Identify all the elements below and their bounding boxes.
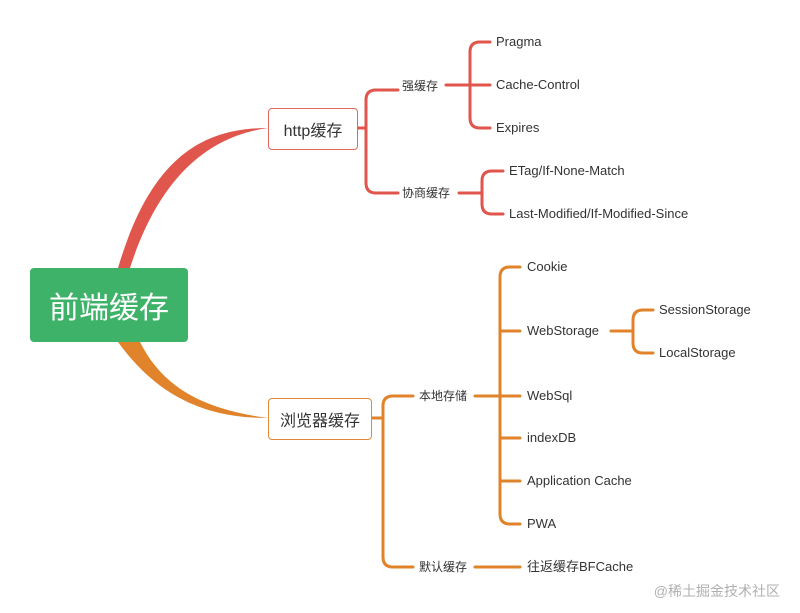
pwa-node: PWA	[527, 516, 557, 531]
cache-control-node: Cache-Control	[496, 77, 580, 92]
negotiate-cache-node: 协商缓存	[402, 186, 451, 200]
watermark: @稀土掘金技术社区	[653, 583, 780, 599]
application-cache-node: Application Cache	[527, 473, 632, 488]
root-browser-connector	[118, 342, 268, 418]
session-storage-node: SessionStorage	[659, 302, 751, 317]
webstorage-node: WebStorage	[527, 323, 600, 338]
expires-node: Expires	[496, 120, 540, 135]
bfcache-node: 往返缓存BFCache	[527, 559, 634, 574]
default-cache-node: 默认缓存	[419, 560, 468, 574]
strong-cache-node: 强缓存	[402, 79, 439, 93]
local-storage-leaf-node: LocalStorage	[659, 345, 736, 360]
indexdb-node: indexDB	[527, 430, 577, 445]
etag-node: ETag/If-None-Match	[509, 163, 625, 178]
websql-node: WebSql	[527, 388, 573, 403]
browser-connectors	[368, 265, 655, 569]
last-modified-node: Last-Modified/If-Modified-Since	[509, 206, 689, 221]
http-connectors	[354, 40, 505, 216]
http-cache-node: http缓存	[268, 108, 358, 150]
cookie-node: Cookie	[527, 259, 568, 274]
local-storage-node: 本地存储	[419, 389, 468, 403]
browser-cache-node: 浏览器缓存	[268, 398, 372, 440]
root-node: 前端缓存	[30, 268, 188, 342]
pragma-node: Pragma	[496, 34, 542, 49]
root-http-connector	[118, 128, 268, 268]
